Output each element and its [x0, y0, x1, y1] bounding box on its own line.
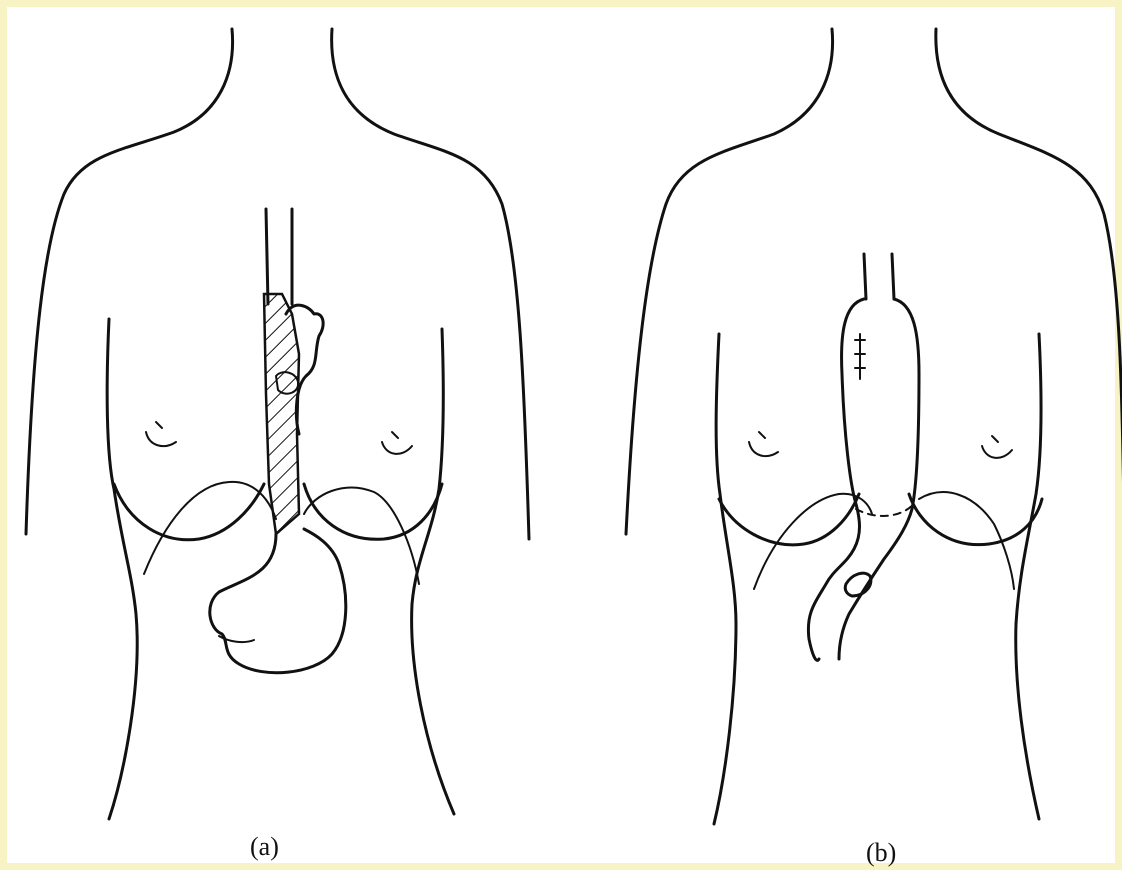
panel-a-hatched-region	[264, 294, 299, 534]
panel-b-right-flank	[1016, 334, 1041, 819]
panel-b-left-breast	[719, 494, 859, 545]
panel-a-right-flank	[412, 329, 454, 814]
panel-b-torso-right-outline	[936, 29, 1122, 514]
panel-a-drawing	[26, 29, 529, 819]
panel-b-drawing	[626, 29, 1122, 824]
panel-a-right-nipple	[382, 432, 412, 454]
panel-b-anastomosis-line	[856, 504, 914, 516]
panel-a-esophagus	[266, 209, 292, 304]
panel-a-left-breast	[114, 484, 264, 540]
panel-a-left-flank	[107, 319, 137, 819]
panel-b-esophagus	[864, 254, 894, 299]
panel-a-stomach	[210, 529, 346, 673]
panel-a-torso-left-outline	[26, 29, 233, 534]
panel-b-torso-left-outline	[626, 29, 833, 534]
panel-b-right-breast	[909, 494, 1042, 545]
panel-b-staple-line	[855, 334, 865, 379]
anatomy-illustration	[14, 14, 1122, 870]
panel-a-torso-right-outline	[332, 29, 529, 539]
panel-label-a: (a)	[250, 834, 279, 860]
figure-canvas: (a) (b)	[14, 14, 1122, 870]
panel-b-right-nipple	[982, 436, 1012, 458]
panel-a-left-nipple	[146, 422, 176, 446]
panel-b-left-flank	[714, 334, 736, 824]
panel-label-b: (b)	[866, 840, 896, 866]
panel-b-left-nipple	[749, 432, 778, 456]
